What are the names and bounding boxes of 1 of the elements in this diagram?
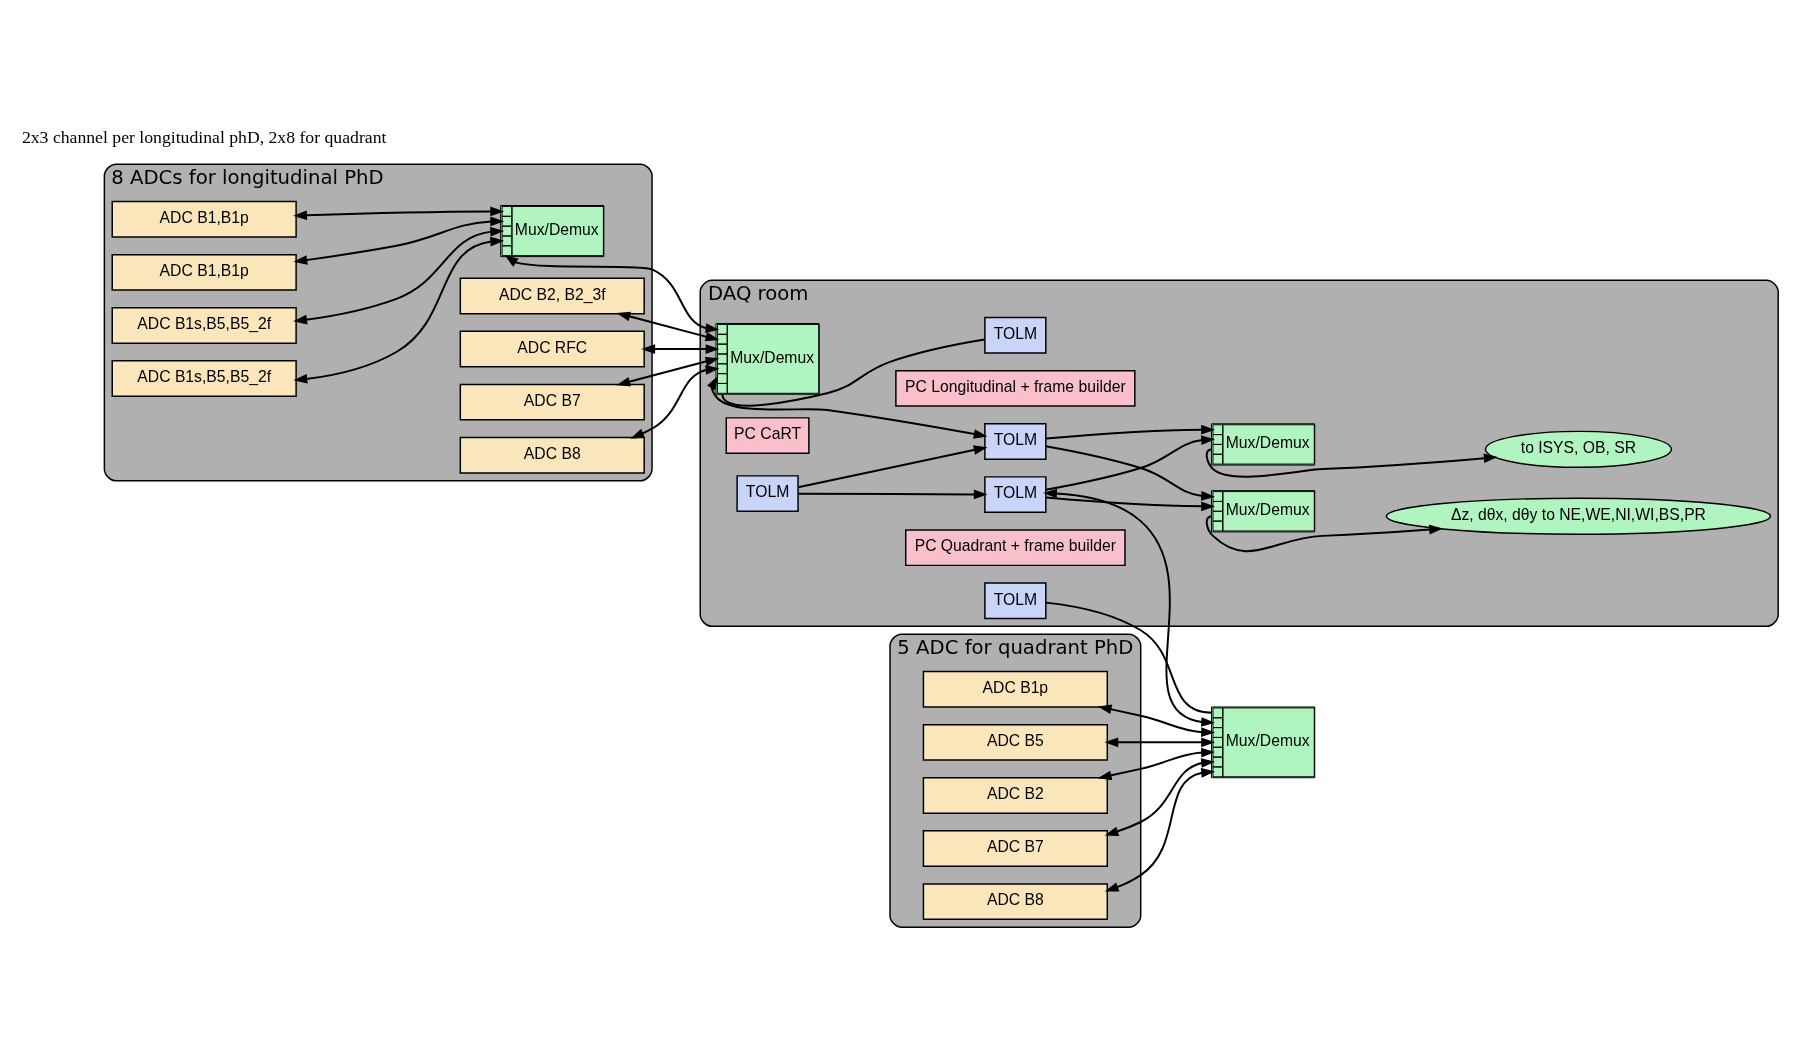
label: 2x3 channel per longitudinal phD, 2x8 for quadrant [21, 126, 387, 147]
